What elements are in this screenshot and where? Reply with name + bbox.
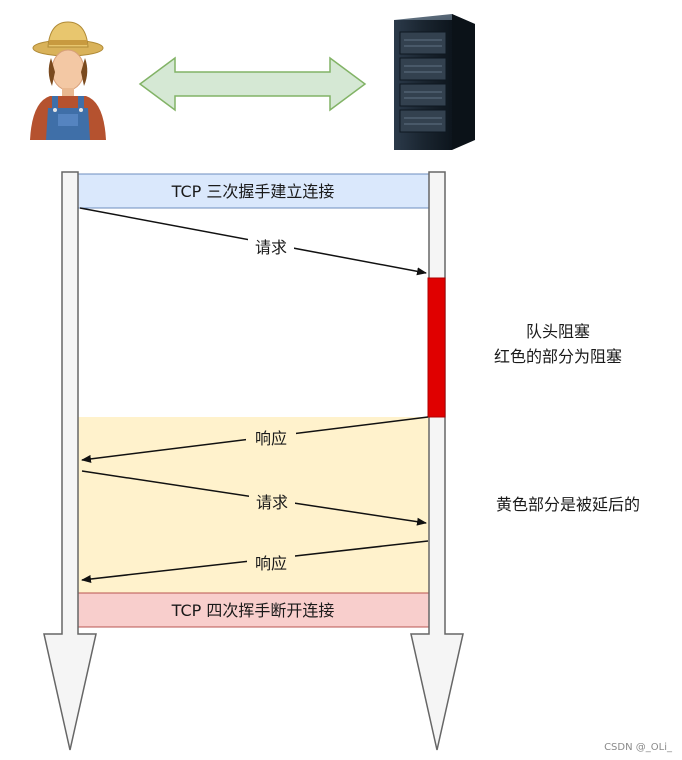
farmer-person-icon [30,21,106,140]
server-rack-icon [394,14,475,150]
blocking-bar [427,277,446,418]
handshake-label: TCP 三次握手建立连接 [171,182,335,201]
handshake-box [77,173,430,209]
server-lifeline [410,171,464,751]
blocking-note-line1: 队头阻塞 [526,322,590,341]
client-lifeline [43,171,97,751]
response-label-1: 响应 [255,429,287,448]
watermark: CSDN @_OLi_ [604,742,673,753]
teardown-box [77,592,430,628]
teardown-label: TCP 四次挥手断开连接 [171,601,335,620]
request-label-1: 请求 [255,238,287,257]
response-label-2: 响应 [255,554,287,573]
delayed-note: 黄色部分是被延后的 [496,495,640,514]
blocking-note-line2: 红色的部分为阻塞 [494,347,622,366]
bidirectional-arrow-icon [138,56,367,112]
request-label-2: 请求 [256,493,288,512]
